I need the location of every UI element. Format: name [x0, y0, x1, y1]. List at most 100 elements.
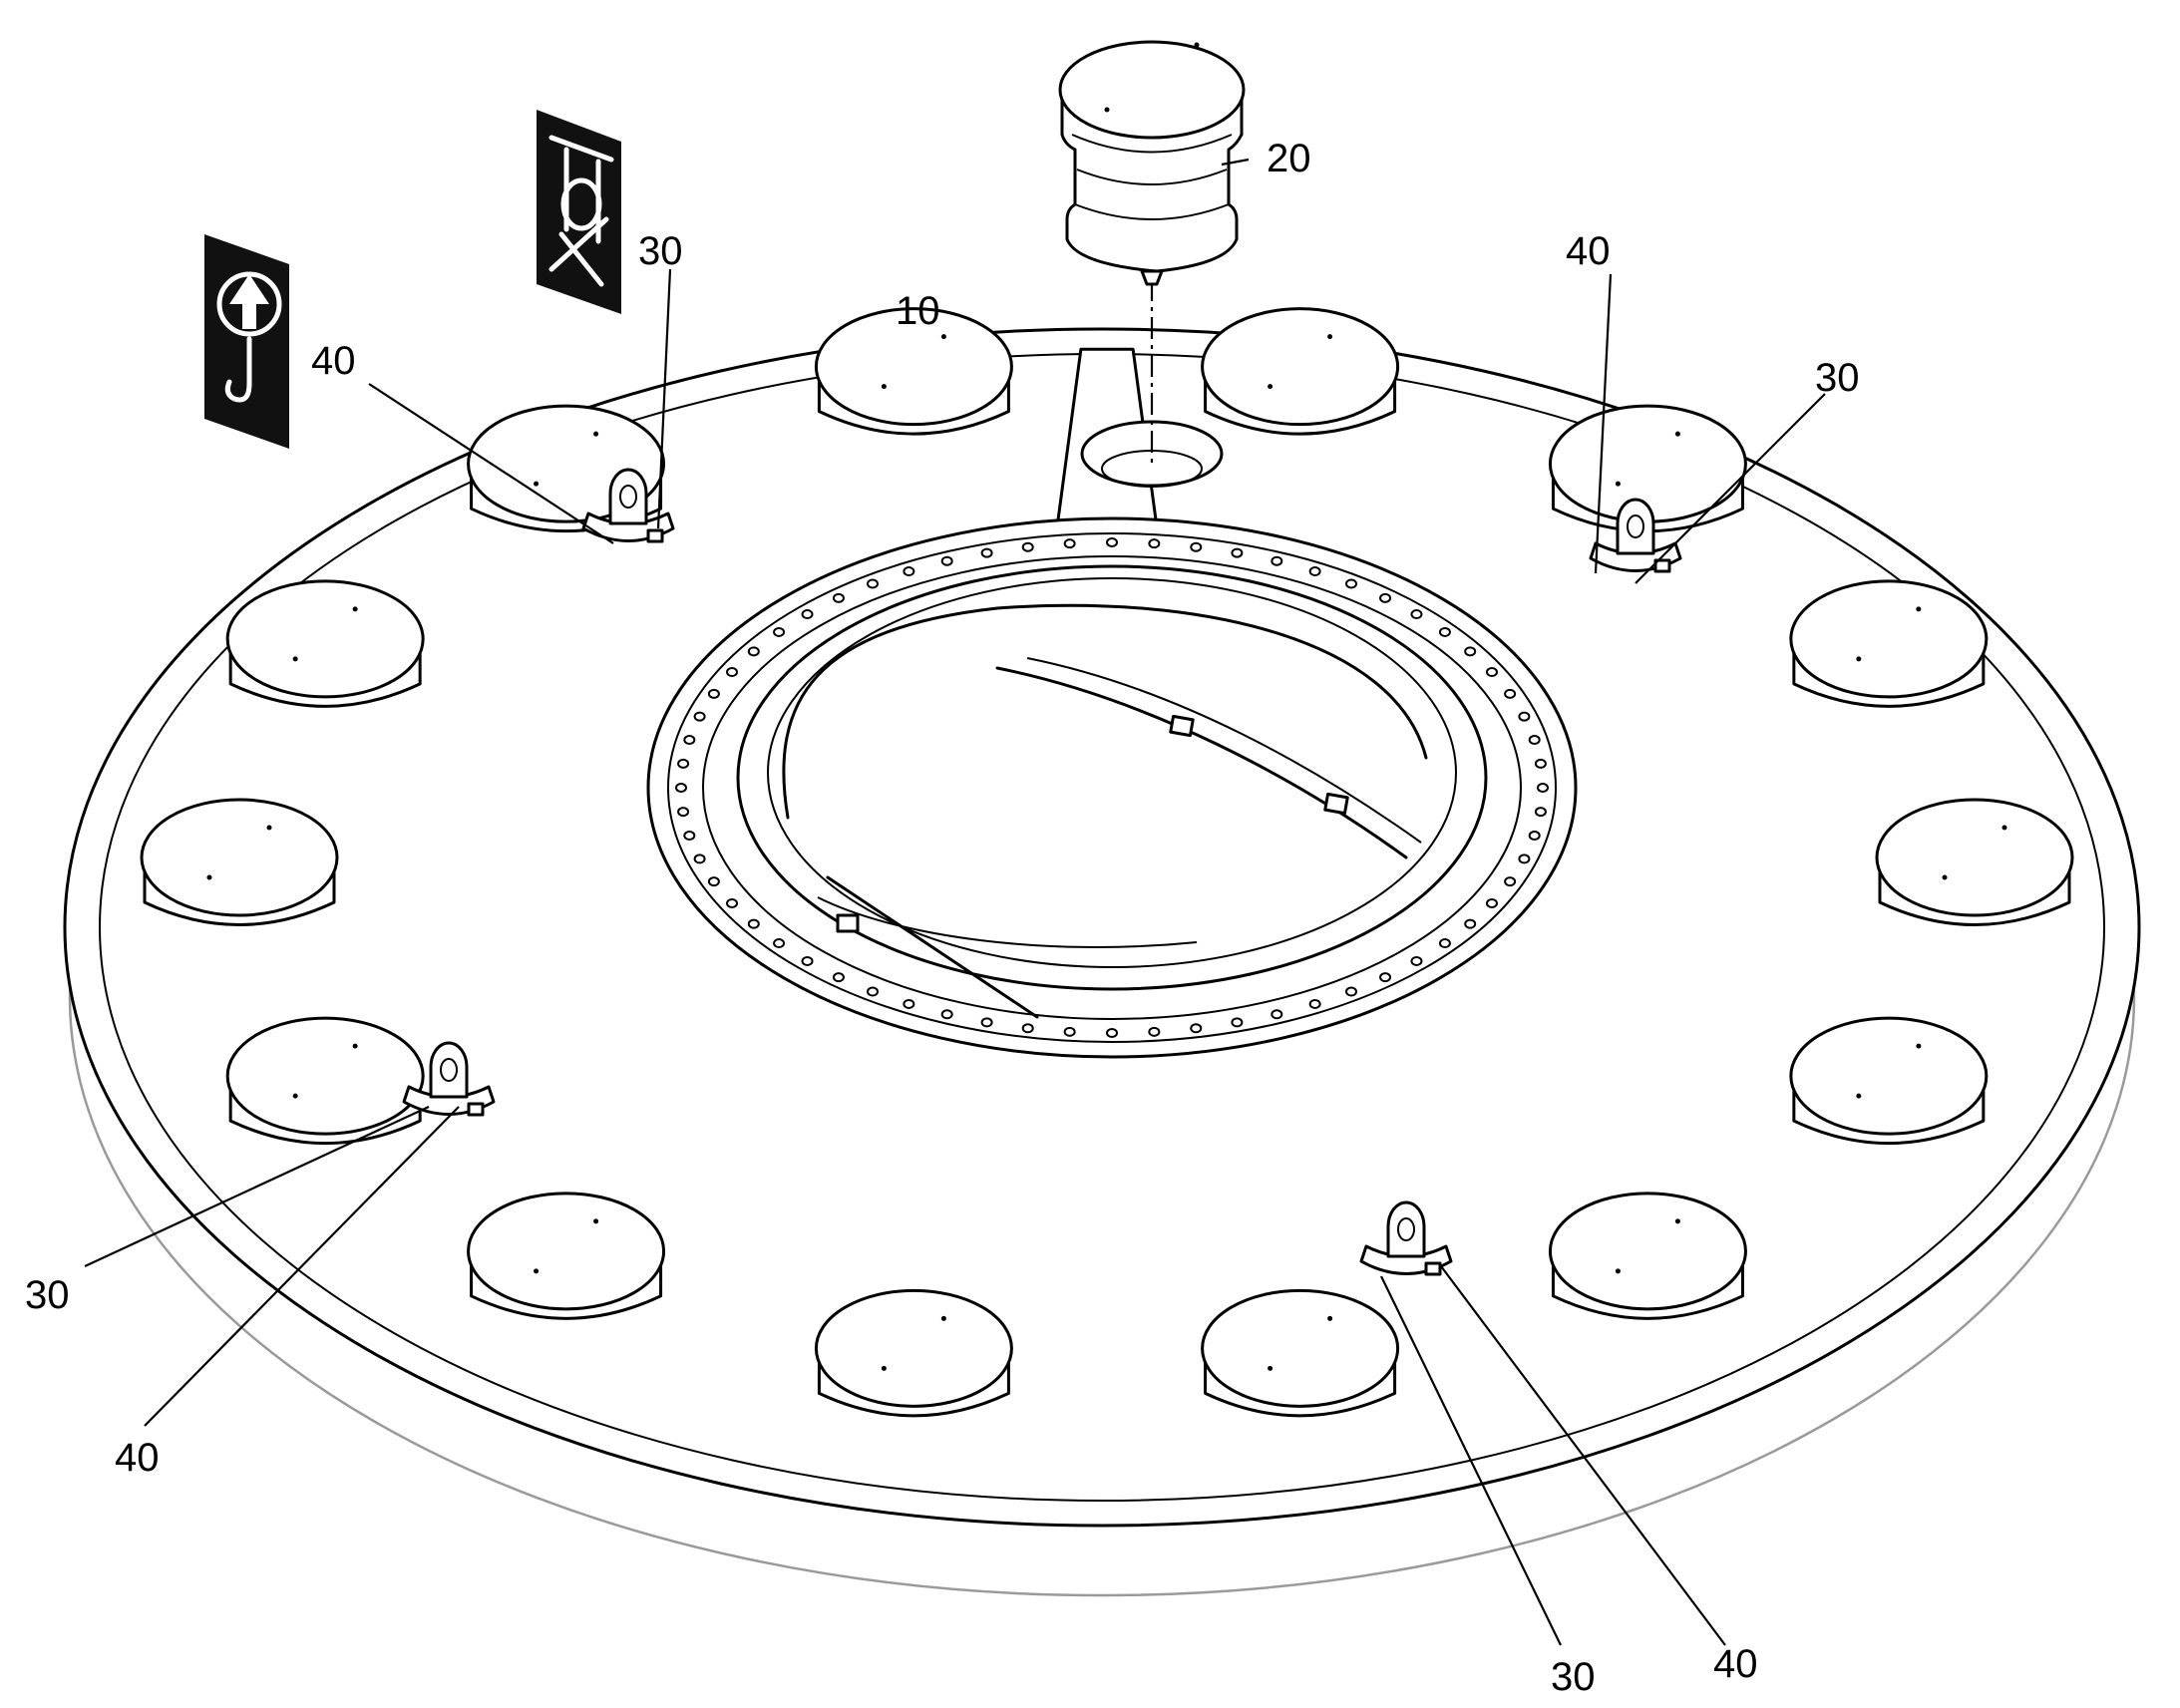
cap — [814, 307, 1013, 436]
bolt-hole — [1528, 735, 1541, 746]
bolt-hole — [1485, 667, 1498, 678]
reference-numerals: 20 10 30 40 40 30 30 40 30 40 — [25, 137, 1860, 1699]
label-20: 20 — [1267, 137, 1311, 180]
bolt-hole — [980, 547, 993, 558]
bolt-hole — [726, 897, 739, 908]
lifting-lug — [581, 468, 675, 543]
bolt-hole — [832, 592, 845, 603]
bolt-hole — [1308, 998, 1321, 1009]
bolt-hole — [773, 626, 786, 637]
bolt-hole — [1410, 609, 1423, 620]
bolt-hole — [1021, 541, 1034, 552]
cap — [1548, 1192, 1747, 1320]
bolt-hole — [980, 1017, 993, 1028]
label-40-top-right: 40 — [1566, 229, 1611, 273]
bolt-hole — [801, 609, 814, 620]
bolt-hole — [1485, 897, 1498, 908]
bolt-hole — [1518, 854, 1531, 864]
label-30-bottom-right: 30 — [1551, 1655, 1596, 1699]
bolt-hole — [1345, 578, 1358, 589]
bolt-hole — [683, 830, 696, 841]
bolt-hole — [903, 566, 915, 577]
bolt-hole — [773, 938, 786, 949]
bolt-hole — [1379, 972, 1392, 983]
bolt-hole-circle — [675, 537, 1549, 1038]
cap — [225, 1016, 425, 1146]
bolt-hole — [1271, 555, 1283, 566]
bolt-hole — [1518, 711, 1531, 722]
label-30-top-left: 30 — [638, 229, 683, 273]
cap — [140, 798, 339, 926]
bolt-hole — [1063, 1026, 1076, 1037]
bolt-hole — [1345, 986, 1358, 997]
cap — [814, 1288, 1013, 1418]
cap — [1789, 579, 1989, 708]
label-40-top-left: 40 — [311, 339, 356, 383]
cap — [1789, 1016, 1989, 1146]
bolt-hole — [707, 876, 720, 887]
bolt-hole — [1106, 1028, 1118, 1038]
leader-lines — [84, 158, 1826, 1646]
label-30-bottom-left: 30 — [25, 1273, 70, 1317]
bolt-hole — [675, 783, 687, 793]
bolt-hole — [940, 555, 953, 566]
bolt-hole — [1063, 538, 1076, 549]
bolt-hole — [1308, 566, 1321, 577]
lifting-lug — [1589, 498, 1682, 573]
bolt-hole — [1148, 538, 1161, 549]
crane-hook-sign — [204, 234, 289, 449]
bolt-hole — [940, 1009, 953, 1020]
sling-sign — [537, 110, 621, 314]
bolt-hole — [1231, 547, 1244, 558]
bolt-hole — [1464, 918, 1477, 929]
bolt-hole — [1537, 783, 1549, 793]
bolt-hole — [693, 711, 706, 722]
bolt-hole — [903, 998, 915, 1009]
bolt-hole — [1528, 830, 1541, 841]
bolt-hole — [1438, 938, 1451, 949]
cap — [1875, 798, 2074, 926]
bolt-hole — [801, 955, 814, 966]
cap — [1201, 1288, 1400, 1418]
bolt-hole — [1106, 537, 1118, 547]
label-40-bottom-left: 40 — [115, 1436, 160, 1480]
bolt-hole — [747, 918, 760, 929]
bolt-hole — [1148, 1026, 1161, 1037]
bolt-hole — [832, 972, 845, 983]
bolt-hole — [747, 646, 760, 657]
bolt-hole — [1534, 758, 1547, 769]
bolt-hole — [693, 854, 706, 864]
bolt-hole — [866, 986, 879, 997]
bolt-hole — [1271, 1009, 1283, 1020]
label-30-top-right: 30 — [1815, 356, 1860, 400]
bolt-hole — [683, 735, 696, 746]
bolt-hole — [1438, 626, 1451, 637]
bolt-hole — [726, 667, 739, 678]
bolt-hole — [1464, 646, 1477, 657]
bolt-hole — [1190, 541, 1203, 552]
cap — [1201, 307, 1400, 436]
bolt-hole — [1190, 1023, 1203, 1034]
cap-group — [140, 307, 2074, 1418]
bolt-hole — [677, 758, 690, 769]
cap — [225, 579, 425, 708]
lifting-lug — [1359, 1200, 1453, 1276]
crane-hook-lift-icon — [216, 271, 282, 403]
bolt-hole — [1504, 876, 1517, 887]
bolt-hole — [1534, 807, 1547, 818]
inner-flange — [646, 516, 1578, 1059]
label-40-bottom-right: 40 — [1713, 1642, 1758, 1686]
label-10: 10 — [896, 289, 940, 333]
bolt-hole — [1021, 1023, 1034, 1034]
bolt-hole — [677, 807, 690, 818]
sling-lifting-icon — [548, 135, 614, 287]
bolt-hole — [1410, 955, 1423, 966]
bolt-hole — [707, 688, 720, 699]
lifted-cap — [1058, 40, 1246, 469]
bolt-hole — [1231, 1017, 1244, 1028]
bolt-hole — [1379, 592, 1392, 603]
bolt-hole — [1504, 688, 1517, 699]
bolt-hole — [866, 578, 879, 589]
cap — [467, 1192, 666, 1320]
